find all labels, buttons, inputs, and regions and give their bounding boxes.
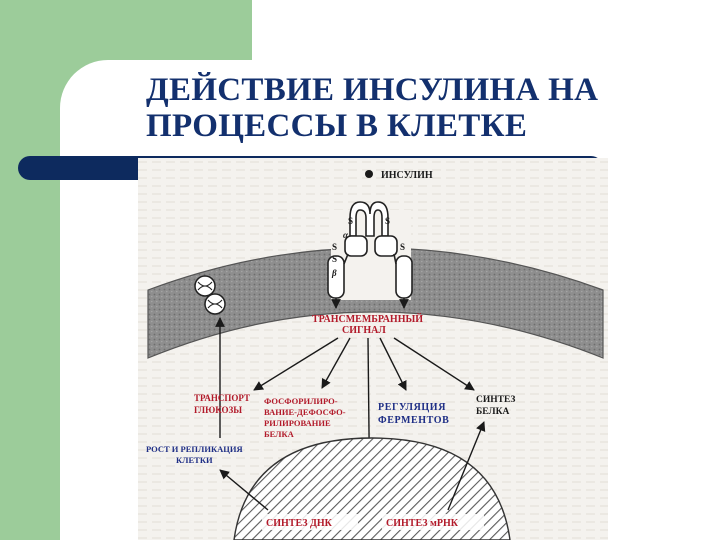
mrna-label-backdrop: [382, 514, 484, 530]
phospho-label-line-2: ВАНИЕ-ДЕФОСФО-: [264, 407, 346, 417]
arrow-to-phospho: [321, 337, 351, 389]
dna-label-backdrop: [262, 514, 358, 530]
signal-label-line-2: СИГНАЛ: [342, 325, 386, 336]
glucose-transporter-icon: [194, 275, 226, 315]
phospho-label-line-4: БЕЛКА: [264, 429, 295, 439]
dna-synthesis-label: СИНТЕЗ ДНК: [266, 518, 333, 529]
nucleus-arrows: [219, 421, 486, 511]
s-bond-label-5: S: [400, 242, 405, 252]
s-bond-label-4: S: [332, 254, 337, 264]
s-bond-label-1: S: [348, 216, 353, 226]
arrow-to-enzymes: [379, 337, 407, 391]
mrna-synthesis-label: СИНТЕЗ мРНК: [386, 518, 459, 529]
protein-label-line-1: СИНТЕЗ: [476, 395, 515, 405]
slide-title: ДЕЙСТВИЕ ИНСУЛИНА НА ПРОЦЕССЫ В КЛЕТКЕ: [146, 72, 706, 144]
growth-label-line-1: РОСТ И РЕПЛИКАЦИЯ: [146, 444, 243, 454]
beta-subunit-label: β: [331, 268, 337, 278]
enzyme-label-line-2: ФЕРМЕНТОВ: [378, 415, 449, 426]
insulin-receptor-icon: [327, 201, 413, 299]
cell-membrane: [147, 247, 604, 359]
diagram-svg: ИНСУЛИН S S S S S α β ТРАНСМЕМБРАННЫЙ СИ…: [138, 158, 608, 540]
insulin-label: ИНСУЛИН: [381, 170, 433, 181]
transport-label-line-1: ТРАНСПОРТ: [194, 393, 250, 403]
arrow-to-transport: [253, 337, 339, 391]
title-line-2: ПРОЦЕССЫ В КЛЕТКЕ: [146, 108, 528, 144]
title-line-1: ДЕЙСТВИЕ ИНСУЛИНА НА: [146, 72, 599, 108]
growth-label-line-2: КЛЕТКИ: [176, 455, 213, 465]
s-bond-label-2: S: [385, 216, 390, 226]
alpha-subunit-label: α: [343, 230, 349, 240]
arrow-nucleus-to-protein: [447, 421, 486, 511]
arrow-to-protein: [393, 337, 475, 391]
enzyme-label-line-1: РЕГУЛЯЦИЯ: [378, 402, 446, 413]
insulin-action-diagram: ИНСУЛИН S S S S S α β ТРАНСМЕМБРАННЫЙ СИ…: [138, 158, 608, 540]
insulin-dot-icon: [365, 170, 373, 178]
phospho-label-line-3: РИЛИРОВАНИЕ: [264, 418, 331, 428]
protein-label-line-2: БЕЛКА: [476, 407, 509, 417]
transport-label-line-2: ГЛЮКОЗЫ: [194, 405, 242, 415]
arrow-nucleus-to-growth: [219, 469, 269, 511]
signal-label-line-1: ТРАНСМЕМБРАННЫЙ: [312, 313, 423, 325]
s-bond-label-3: S: [332, 242, 337, 252]
phospho-label-line-1: ФОСФОРИЛИРО-: [264, 396, 338, 406]
